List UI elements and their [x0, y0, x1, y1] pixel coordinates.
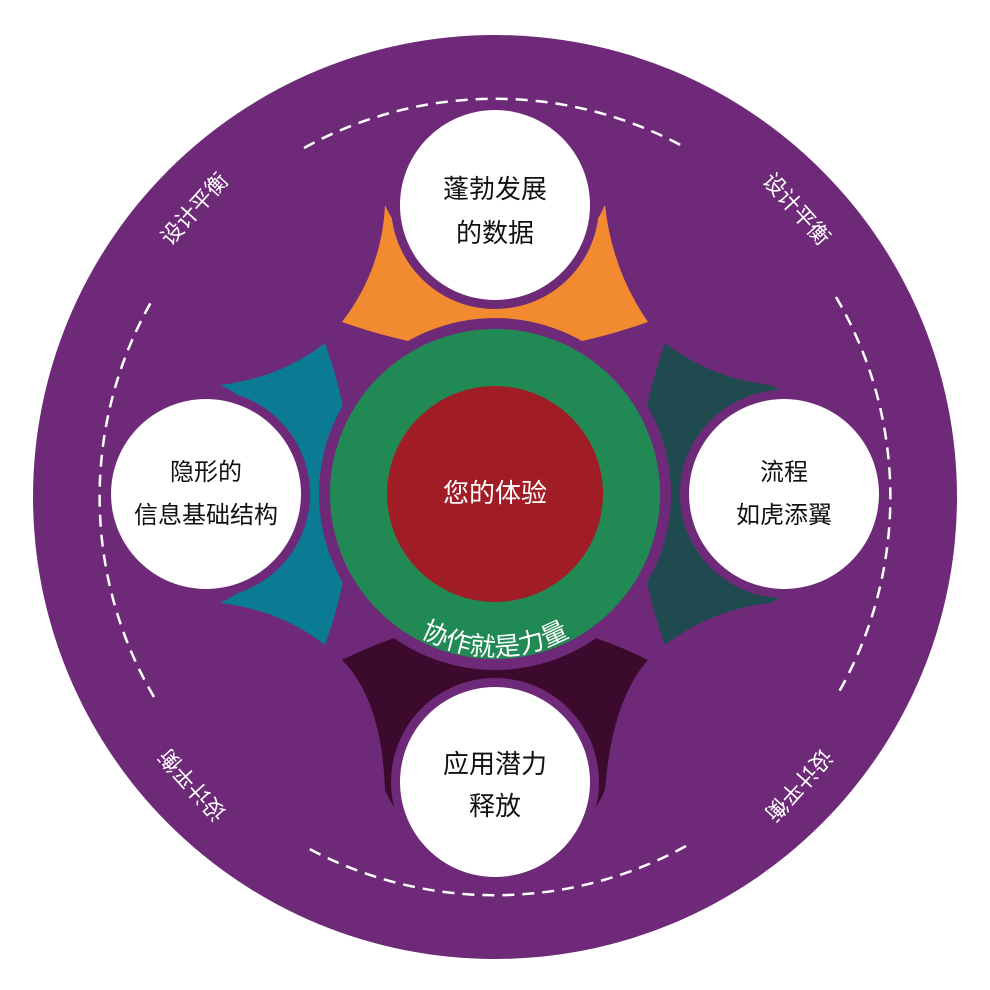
node-left-line1: 隐形的	[170, 458, 242, 486]
node-bottom	[400, 687, 590, 877]
dashed-ring	[98, 97, 892, 897]
node-right-line1: 流程	[760, 458, 808, 486]
node-left	[111, 399, 301, 589]
center-label: 您的体验	[443, 479, 547, 509]
node-top-line2: 的数据	[456, 219, 534, 249]
node-right-line2: 如虎添翼	[736, 501, 832, 529]
node-left-line2: 信息基础结构	[134, 501, 278, 529]
node-top-line1: 蓬勃发展	[443, 175, 547, 205]
node-bottom-line1: 应用潜力	[443, 750, 547, 780]
center-red-core	[387, 386, 603, 602]
node-bottom-line2: 释放	[469, 792, 521, 822]
petal-left	[220, 343, 352, 645]
node-right	[689, 399, 879, 589]
node-top	[400, 110, 590, 300]
